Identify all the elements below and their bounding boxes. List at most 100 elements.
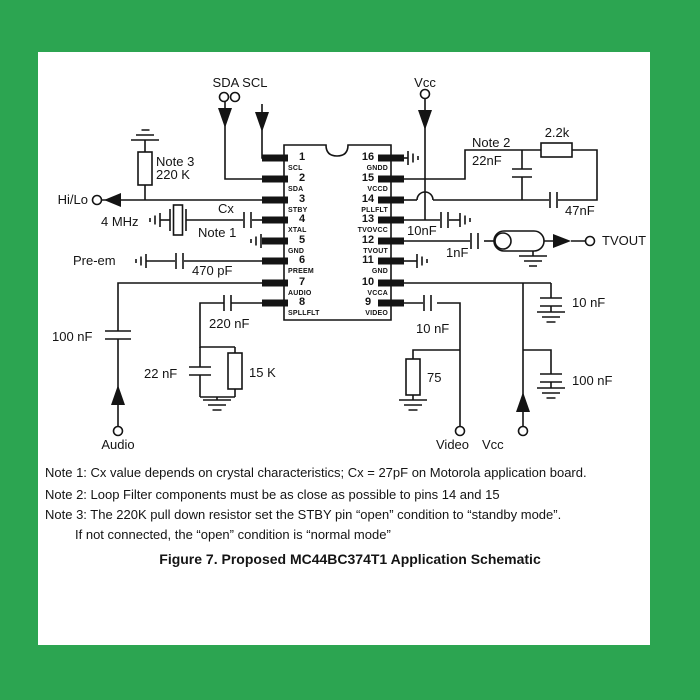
ground-icon — [537, 311, 565, 323]
spllflt-network — [189, 295, 262, 411]
vcca-network — [404, 282, 565, 437]
pin-name: PREEM — [288, 268, 314, 275]
loop-filter — [404, 142, 598, 208]
pin-number: 14 — [361, 193, 375, 205]
pin-number: 8 — [298, 296, 306, 308]
pin-number: 12 — [361, 234, 375, 246]
vcc-top-label: Vcc — [414, 75, 436, 90]
pin-name: GNDD — [366, 165, 388, 172]
capacitor-100nf — [540, 373, 562, 383]
cap-100nf-vcca-label: 100 nF — [572, 373, 613, 388]
note-2: Note 2: Loop Filter components must be a… — [45, 487, 500, 502]
pin-name: SCL — [288, 165, 303, 172]
cap-100nf-audio-label: 100 nF — [52, 329, 93, 344]
sda-scl-terminals — [218, 91, 269, 180]
arrow-left-icon — [104, 193, 121, 207]
capacitor-10nf — [423, 295, 432, 311]
cap-470pf-label: 470 pF — [192, 263, 233, 278]
pin-name: VIDEO — [365, 310, 388, 317]
pin-name: TVOVCC — [357, 227, 388, 234]
pin-number: 16 — [361, 151, 375, 163]
capacitor-cx — [243, 212, 252, 228]
cx-label: Cx — [218, 201, 234, 216]
figure-caption: Figure 7. Proposed MC44BC374T1 Applicati… — [159, 551, 541, 567]
crystal-label: 4 MHz — [101, 214, 139, 229]
pin-number: 1 — [298, 151, 306, 163]
hi-lo-label: Hi/Lo — [57, 192, 88, 207]
pin-name: AUDIO — [288, 290, 312, 297]
ground-icon — [459, 213, 471, 227]
preem-network — [135, 253, 262, 269]
arrow-down-icon — [218, 108, 232, 128]
note1-ref-label: Note 1 — [198, 225, 237, 240]
note2-ref-label: Note 2 — [472, 135, 511, 150]
arrow-down-icon — [418, 110, 432, 130]
pin16-ground — [404, 151, 419, 165]
tvout-label: TVOUT — [602, 233, 647, 248]
pin-number: 9 — [364, 296, 372, 308]
pin-number: 3 — [298, 193, 306, 205]
pin-name: PLLFLT — [361, 207, 388, 214]
pin-name: XTAL — [288, 227, 307, 234]
wire-hop — [416, 191, 434, 201]
ground-icon — [149, 213, 161, 227]
resistor-2k2 — [540, 142, 573, 158]
crystal-network — [149, 204, 262, 236]
pin-number: 6 — [298, 254, 306, 266]
capacitor-1nf — [470, 233, 479, 249]
pin-name: VCCA — [367, 290, 388, 297]
resistor-15k — [227, 352, 243, 390]
note-1: Note 1: Cx value depends on crystal char… — [45, 465, 587, 480]
capacitor-22nf — [189, 366, 211, 376]
tvovcc-network — [404, 212, 471, 228]
audio-network — [105, 282, 262, 437]
ground-icon — [250, 234, 262, 248]
video-label: Video — [436, 437, 470, 452]
pin-name: STBY — [288, 207, 308, 214]
pin-name: SDA — [288, 186, 304, 193]
resistor-220k — [137, 151, 153, 186]
resistor-220k-label: 220 K — [156, 167, 190, 182]
capacitor-47nf — [549, 192, 558, 208]
ground-icon — [203, 399, 231, 411]
ic-pin-stubs — [262, 154, 404, 307]
capacitor-10nf — [540, 297, 562, 307]
pin-number: 11 — [362, 254, 374, 266]
ground-icon — [407, 151, 419, 165]
pin-name: TVOUT — [363, 248, 388, 255]
resistor-2k2-label: 2.2k — [544, 125, 570, 140]
pin-name: GND — [288, 248, 305, 255]
tvout-network — [404, 230, 596, 267]
audio-label: Audio — [101, 437, 135, 452]
capacitor-22nf-loop — [512, 168, 532, 178]
arrow-up-icon — [516, 392, 530, 412]
ground-icon — [131, 129, 159, 141]
note-3-continued: If not connected, the “open” condition i… — [75, 527, 391, 542]
ground-icon — [519, 255, 547, 267]
pin-number: 7 — [298, 276, 306, 288]
cap-22nf-audio-label: 22 nF — [144, 366, 178, 381]
pin-number: 2 — [298, 172, 306, 184]
ic-package — [262, 144, 404, 321]
pin-name: SPLLFLT — [288, 310, 320, 317]
vcc-top-terminal — [418, 88, 432, 220]
arrow-up-icon — [111, 385, 125, 405]
stby-network — [91, 129, 262, 207]
pin-number: 4 — [298, 213, 306, 225]
resistor-15k-label: 15 K — [249, 365, 276, 380]
pin-name: VCCD — [367, 186, 388, 193]
cap-10nf-tvovcc-label: 10nF — [407, 223, 437, 238]
note-3: Note 3: The 220K pull down resistor set … — [45, 507, 562, 522]
sda-scl-label: SDA SCL — [212, 75, 268, 90]
cap-47nf-label: 47nF — [565, 203, 595, 218]
pin5-ground — [250, 234, 262, 248]
ground-icon — [399, 399, 427, 411]
capacitor-220nf — [223, 295, 232, 311]
cap-220nf-label: 220 nF — [209, 316, 250, 331]
resistor-75 — [405, 358, 421, 396]
note3-ref-label: Note 3 — [156, 154, 195, 169]
ground-icon — [416, 254, 428, 268]
cap-10nf-video-label: 10 nF — [416, 321, 450, 336]
